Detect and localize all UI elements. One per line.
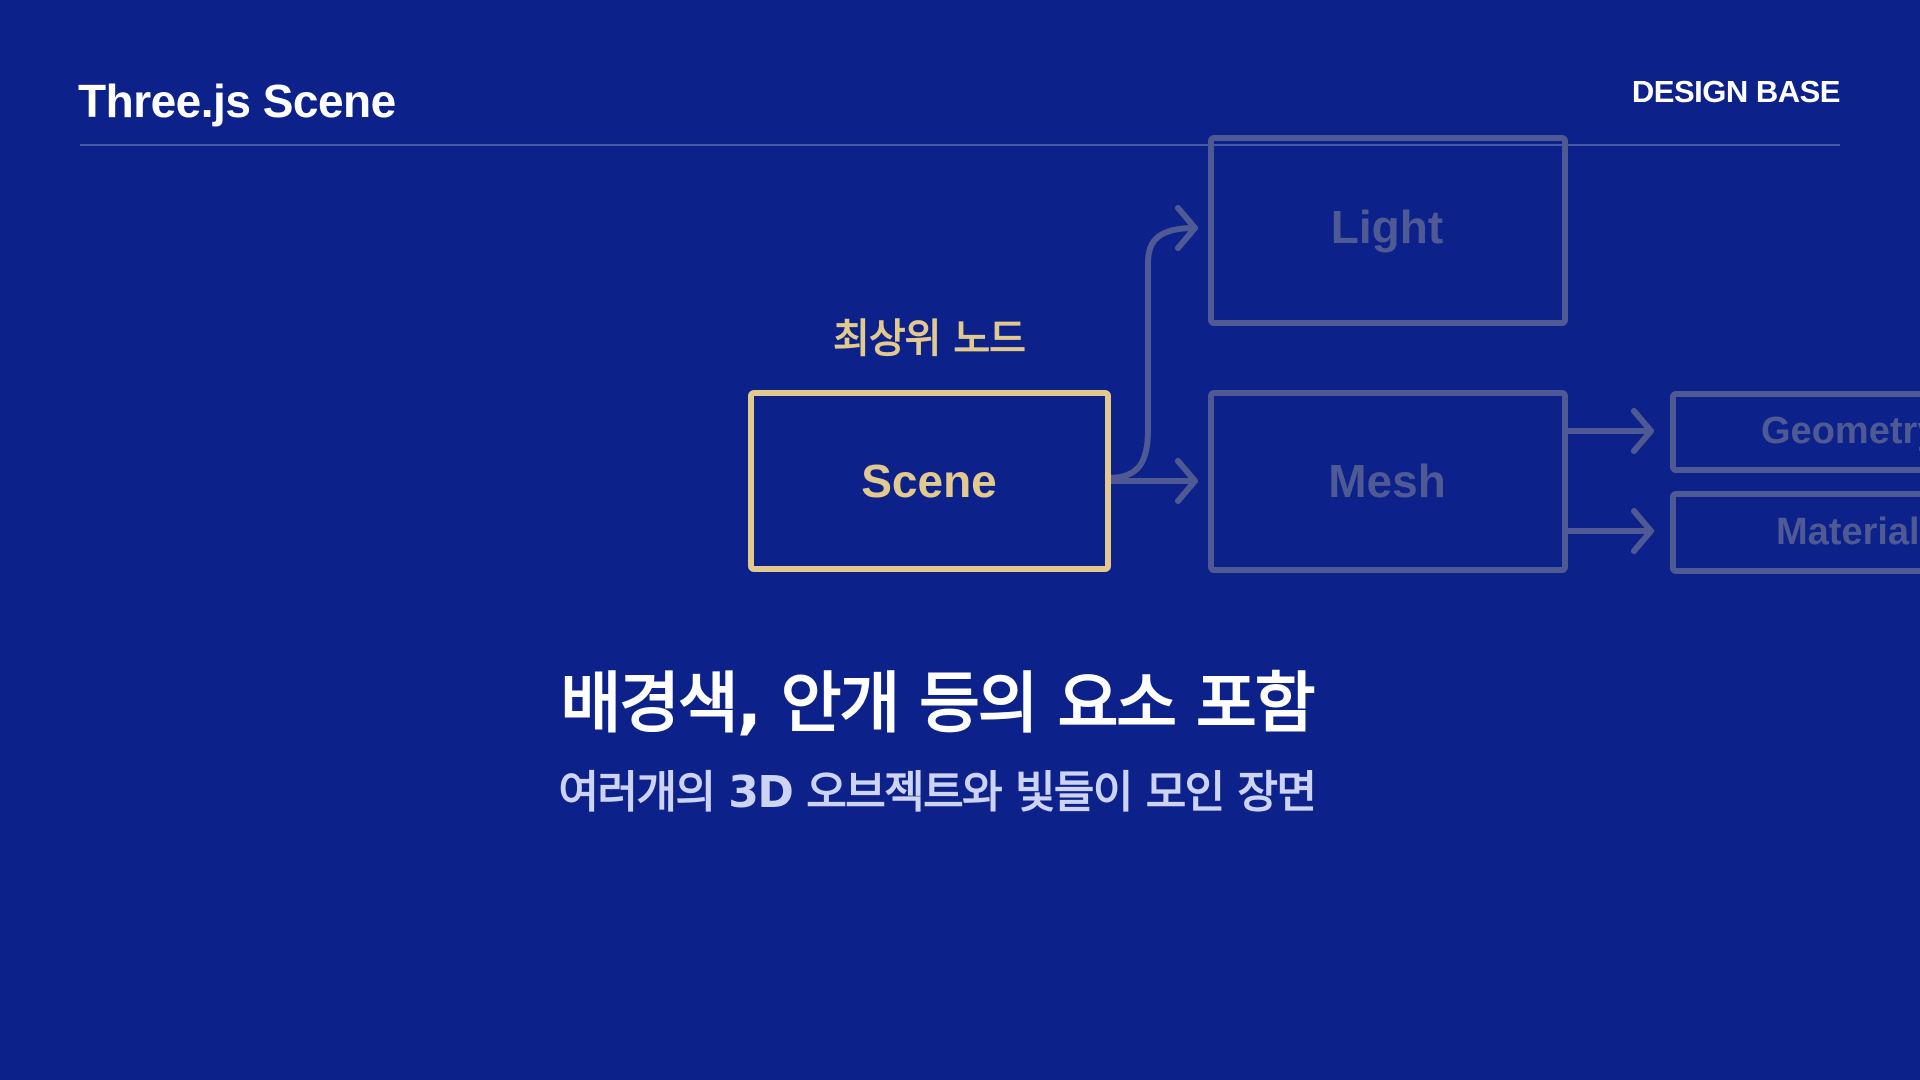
arrowhead-light <box>1175 205 1198 251</box>
headline: 배경색, 안개 등의 요소 포함 <box>560 665 1316 742</box>
arrowhead-geometry <box>1631 408 1654 454</box>
node-scene <box>748 390 1111 572</box>
node-light-label: Light <box>1331 201 1443 253</box>
node-mesh <box>1208 390 1568 573</box>
header-divider <box>80 144 1840 146</box>
node-light <box>1208 135 1568 326</box>
arrowhead-material <box>1631 508 1654 554</box>
root-caption: 최상위 노드 <box>833 316 1025 362</box>
node-mesh-label: Mesh <box>1328 455 1446 507</box>
node-material <box>1670 491 1920 574</box>
node-material-label: Material <box>1776 511 1920 553</box>
node-geometry <box>1670 391 1920 473</box>
node-scene-label: Scene <box>861 455 997 507</box>
brand-logo: DESIGN BASE <box>1631 74 1841 109</box>
node-geometry-label: Geometry <box>1761 410 1920 452</box>
connector-scene-light <box>1106 225 1197 481</box>
page-title: Three.js Scene <box>78 75 396 127</box>
arrowhead-mesh <box>1175 458 1198 504</box>
subtext: 여러개의 3D 오브젝트와 빛들이 모인 장면 <box>558 767 1317 818</box>
